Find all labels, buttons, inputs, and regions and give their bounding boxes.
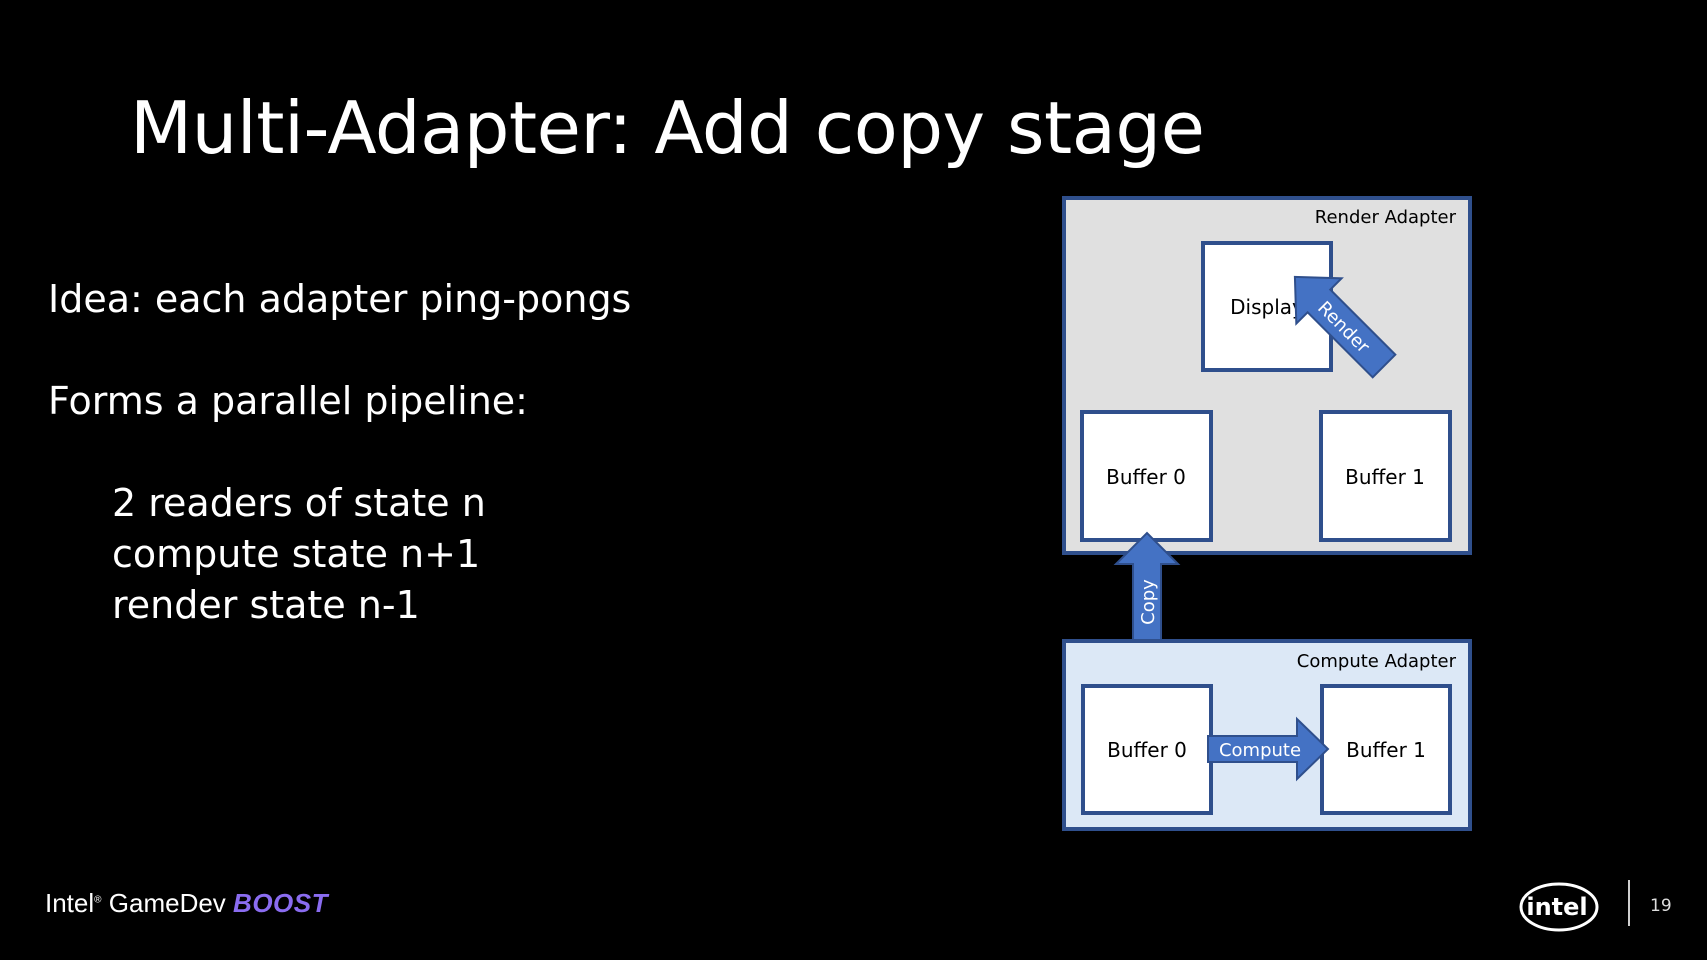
render-adapter-label: Render Adapter xyxy=(1315,207,1457,228)
compute-buffer1-box xyxy=(1320,684,1452,815)
idea-text: Idea: each adapter ping-pongs xyxy=(48,277,632,321)
slide-title: Multi-Adapter: Add copy stage xyxy=(130,86,1205,170)
intel-logo-text: intel xyxy=(1526,893,1587,921)
bullet-compute: compute state n+1 xyxy=(112,532,481,576)
render-buffer1-box xyxy=(1319,410,1452,542)
render-buffer0-box xyxy=(1080,410,1213,542)
forms-text: Forms a parallel pipeline: xyxy=(48,379,528,423)
brand-reg: ® xyxy=(94,894,102,906)
compute-arrow: Compute xyxy=(1207,716,1330,782)
footer-brand: Intel® GameDev BOOST xyxy=(45,890,328,916)
copy-arrow: Copy xyxy=(1113,531,1181,653)
brand-intel: Intel xyxy=(45,888,95,918)
render-buffer1-label: Buffer 1 xyxy=(1345,465,1425,489)
compute-adapter-label: Compute Adapter xyxy=(1297,651,1457,672)
display-label: Display xyxy=(1230,295,1304,319)
brand-gamedev: GameDev xyxy=(108,888,226,918)
copy-arrow-label: Copy xyxy=(1138,579,1159,625)
intel-logo-icon: intel xyxy=(1519,882,1599,932)
compute-buffer0-label: Buffer 0 xyxy=(1107,738,1187,762)
page-number: 19 xyxy=(1650,896,1672,916)
compute-buffer0-box xyxy=(1081,684,1213,815)
bullet-readers: 2 readers of state n xyxy=(112,481,486,525)
footer-divider xyxy=(1628,880,1630,926)
render-buffer0-label: Buffer 0 xyxy=(1106,465,1186,489)
bullet-render: render state n-1 xyxy=(112,583,420,627)
compute-buffer1-label: Buffer 1 xyxy=(1346,738,1426,762)
compute-arrow-label: Compute xyxy=(1219,740,1301,761)
brand-boost: BOOST xyxy=(233,888,328,918)
